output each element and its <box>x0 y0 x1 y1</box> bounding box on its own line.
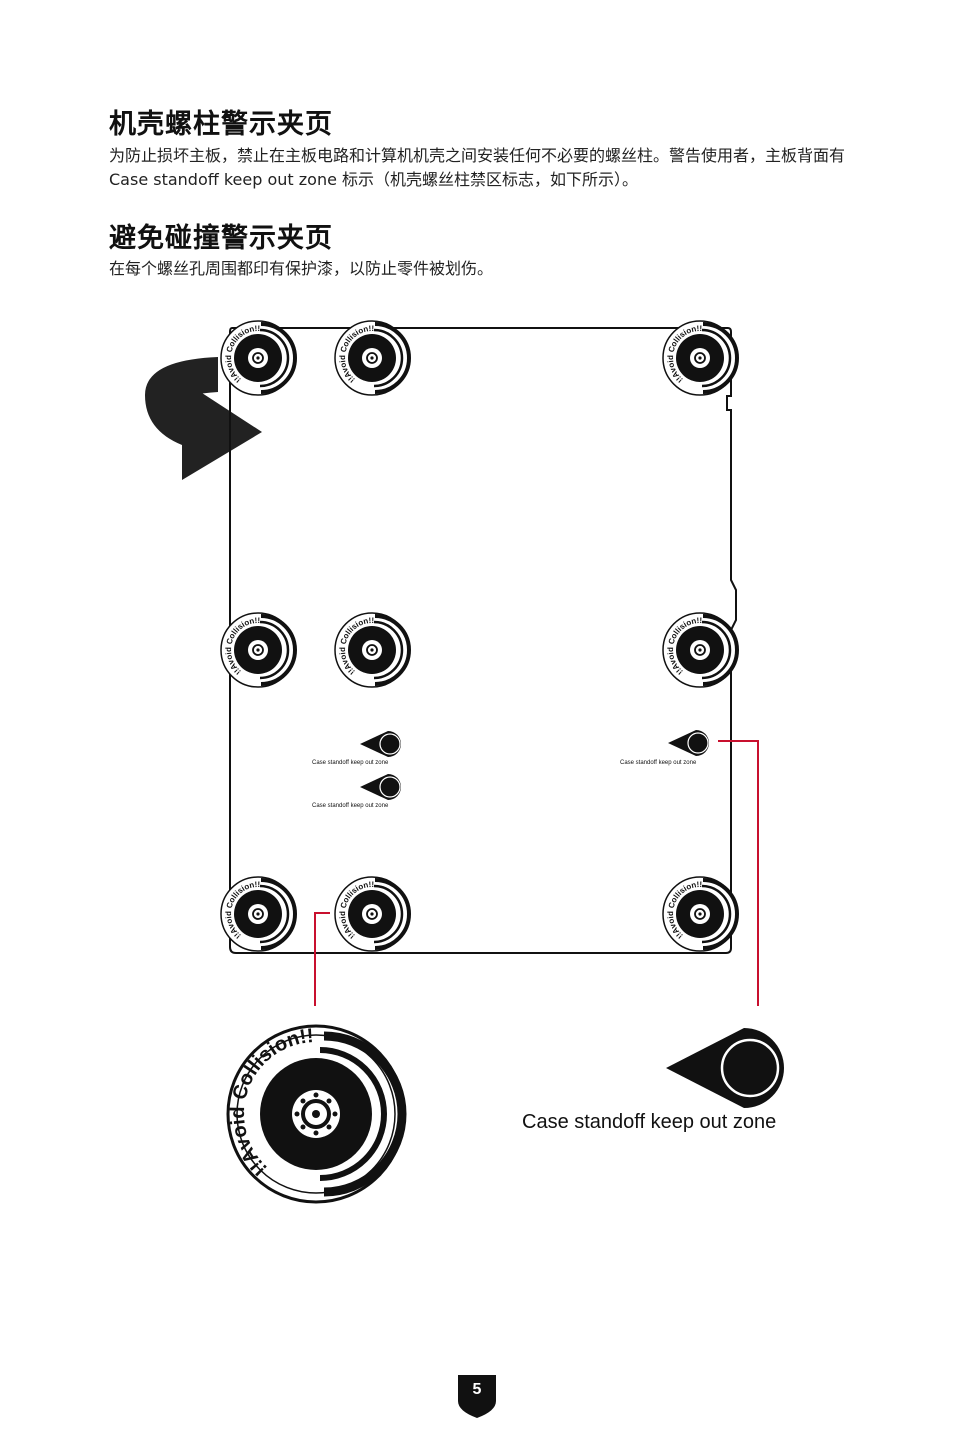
avoid-collision-mark: !!Avoid Collision!! <box>329 872 411 952</box>
keepout-label: Case standoff keep out zone <box>312 760 389 766</box>
keepout-zone-large: Case standoff keep out zone <box>522 1028 784 1133</box>
keepout-zone-label: Case standoff keep out zone <box>522 1111 776 1133</box>
page-number-badge: 5 <box>458 1373 496 1419</box>
avoid-collision-mark: !!Avoid Collision!! <box>215 608 297 688</box>
section2-body: 在每个螺丝孔周围都印有保护漆，以防止零件被划伤。 <box>109 259 494 278</box>
callout-line-right <box>718 740 759 1006</box>
avoid-collision-mark: !!Avoid Collision!! <box>657 608 739 688</box>
avoid-collision-mark: !!Avoid Collision!! <box>215 872 297 952</box>
keepout-label: Case standoff keep out zone <box>312 803 389 809</box>
avoid-collision-mark: !!Avoid Collision!! <box>329 608 411 688</box>
keepout-marker: Case standoff keep out zone <box>312 731 401 766</box>
rotate-arrow-icon <box>145 357 262 480</box>
avoid-collision-mark: !!Avoid Collision!! <box>215 316 297 396</box>
keepout-label: Case standoff keep out zone <box>620 760 697 766</box>
page-number: 5 <box>472 1381 482 1398</box>
section1-title: 机壳螺柱警示夹页 <box>109 109 333 140</box>
avoid-collision-marks: !!Avoid Collision!! !!Avoid Collision!!!!… <box>215 316 739 952</box>
motherboard-outline <box>229 327 737 954</box>
callout-line-left <box>314 912 330 1006</box>
keepout-marker: Case standoff keep out zone <box>312 774 401 809</box>
avoid-collision-mark-large: !!Avoid Collision!! <box>204 1006 407 1204</box>
section1-body: 为防止损坏主板，禁止在主板电路和计算机机壳之间安装任何不必要的螺丝柱。警告使用者… <box>109 146 846 189</box>
avoid-collision-mark: !!Avoid Collision!! <box>657 872 739 952</box>
keepout-marker: Case standoff keep out zone <box>620 730 709 766</box>
section2-title: 避免碰撞警示夹页 <box>109 223 333 254</box>
